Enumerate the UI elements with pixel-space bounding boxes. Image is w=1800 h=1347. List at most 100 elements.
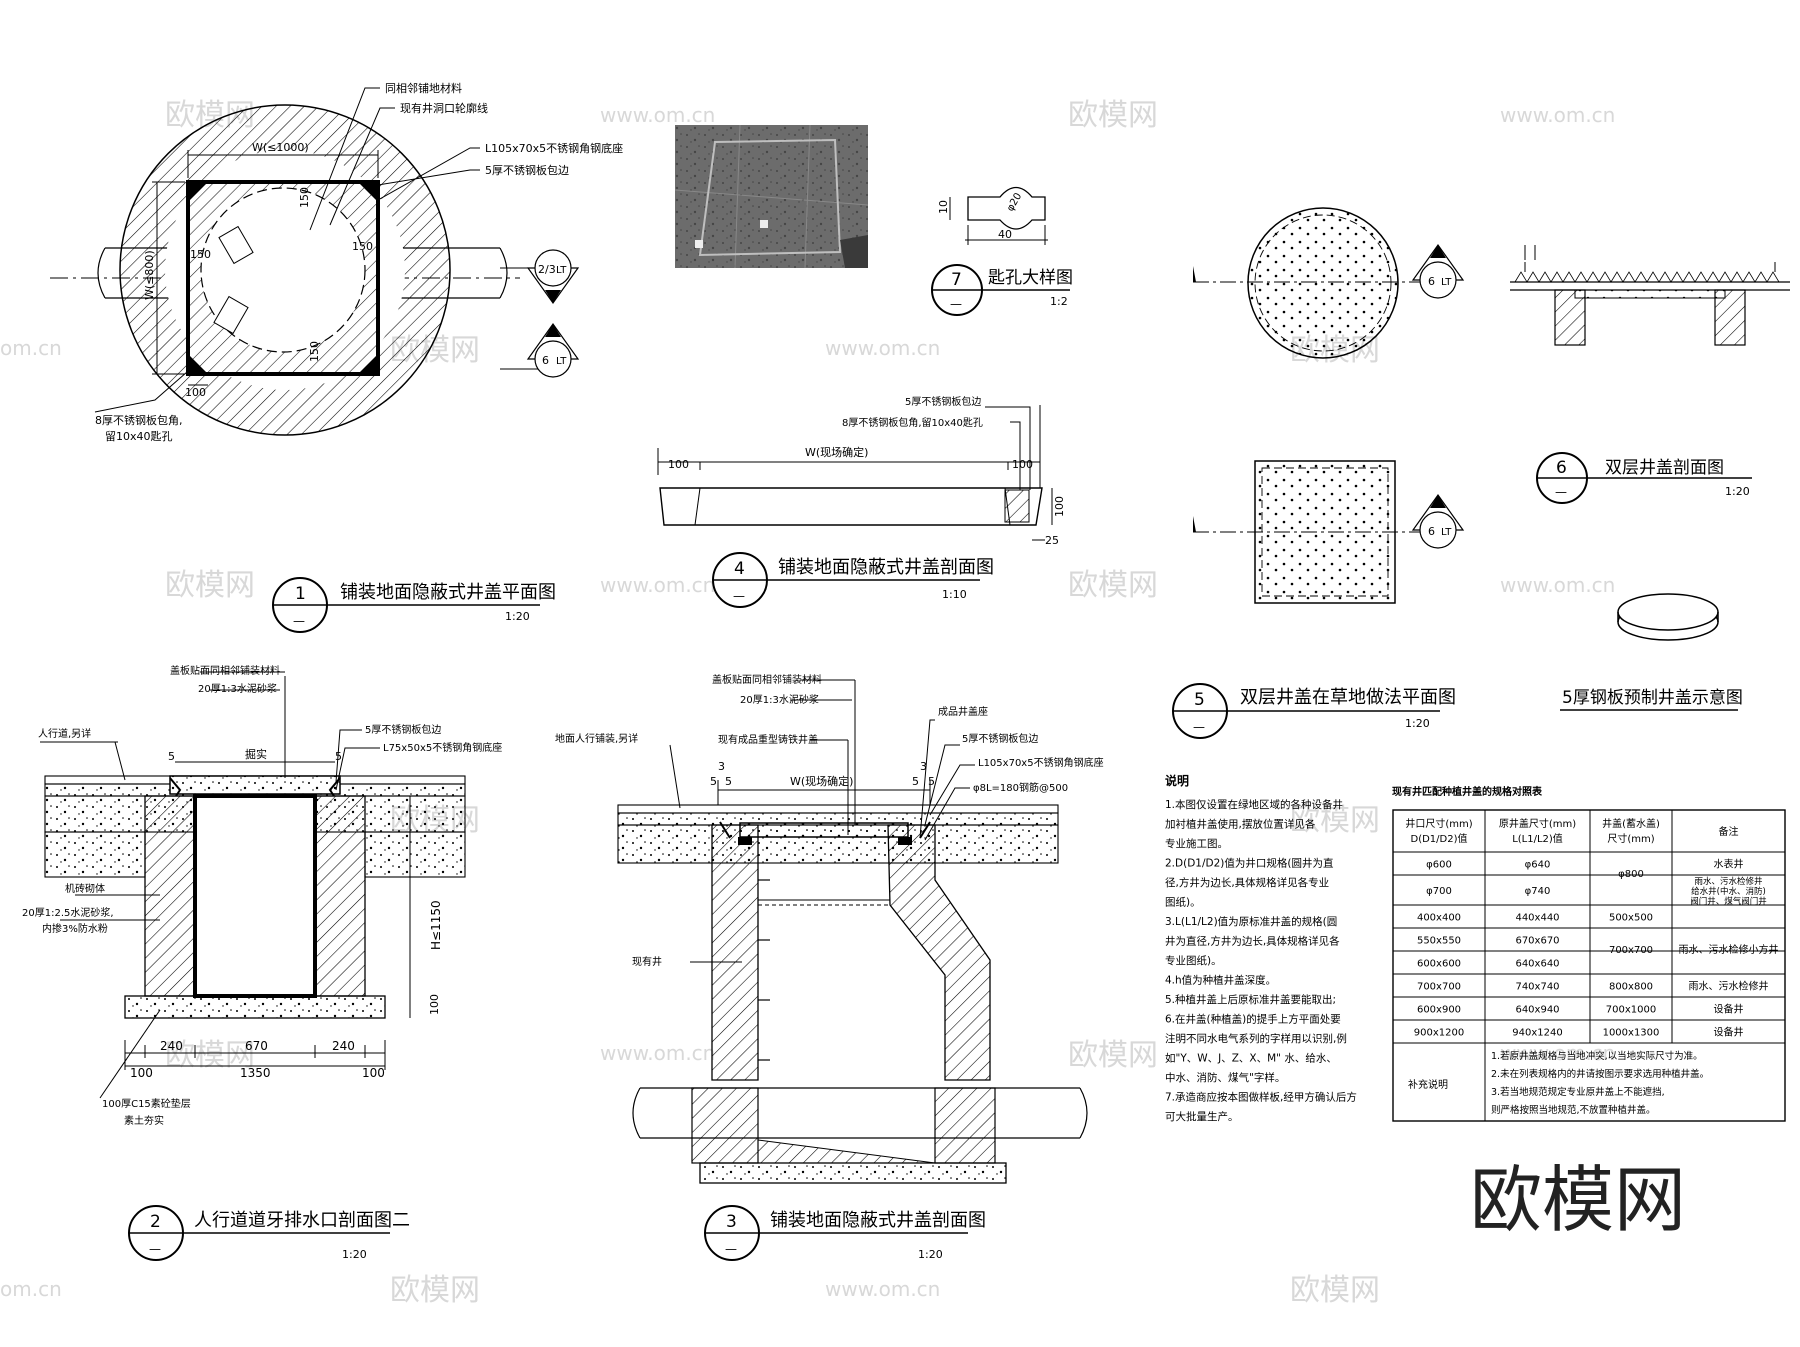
title-drawing-7: 7 — 匙孔大样图 1:2 [931,264,1073,316]
note-line: 中水、消防、煤气"字样。 [1165,1071,1285,1084]
table-cell: 700x700 [1417,982,1461,993]
grass-plan-view-5: 6 LT 6 LT 5 — 双层井盖在草地做法平面图 1:20 [1172,207,1465,739]
supp-line: 则严格按照当地规范,不放置种植井盖。 [1491,1104,1656,1116]
dim-100: 100 [362,1066,385,1080]
paving-section-view-3: W(现场确定) 3 5 5 3 5 5 盖板贴面同相邻铺装材料 20厚1:3水泥… [555,673,1104,1261]
note-rammed-soil: 素土夯实 [124,1114,164,1127]
table-cell: 1000x1300 [1603,1028,1660,1039]
ref-number: 2/3 [538,263,556,276]
title-sub: — [293,614,305,628]
table-cell: 740x740 [1515,982,1559,993]
title-number: 2 [150,1212,161,1232]
note-angle-steel-base: L105x70x5不锈钢角钢底座 [485,141,623,155]
section-ref-2-3[interactable]: 2/3 LT [526,249,580,305]
title-number: 1 [295,584,306,604]
ref-number: 6 [1428,275,1435,288]
title-sub: — [950,297,962,311]
dim-100: 100 [428,994,441,1015]
watermark-text: 欧模网 [1068,98,1158,133]
note-paving: 地面人行铺装,另详 [555,732,638,745]
title-number: 6 [1556,458,1567,478]
title-sub: — [725,1242,737,1256]
watermark-url-layer: www.om.cn www.om.cn www.om.cn www.om.cn … [0,103,1615,1301]
dim-10: 10 [937,200,950,214]
note-steel-edging: 5厚不锈钢板包边 [962,732,1038,745]
note-line: 专业施工图。 [1165,837,1228,850]
section-ref-6[interactable]: 6 LT [526,322,580,378]
ring-title: 5厚钢板预制井盖示意图 [1562,688,1743,708]
note-line: 可大批量生产。 [1165,1110,1239,1123]
design-notes: 说明 1.本图仅设置在绿地区域的各种设备井加衬植井盖使用,摆放位置详见各专业施工… [1165,773,1357,1123]
steel-ring-illustration [1617,593,1719,641]
note-line: 6.在井盖(种植盖)的提手上方平面处要 [1165,1013,1341,1026]
note-angle-steel-base: L105x70x5不锈钢角钢底座 [978,756,1104,769]
table-header: L(L1/L2)值 [1512,832,1563,845]
table-header: D(D1/D2)值 [1411,832,1468,845]
note-waterproof-powder: 内掺3%防水粉 [42,922,108,935]
table-cell: 670x670 [1515,936,1559,947]
table-cell: φ800 [1618,869,1644,880]
section-ref-6[interactable]: 6 LT [1411,243,1465,299]
watermark-url: www.om.cn [600,103,715,127]
title-number: 5 [1194,690,1205,710]
table-header: 备注 [1719,825,1739,838]
title-drawing-5: 5 — 双层井盖在草地做法平面图 1:20 [1172,683,1456,739]
title-scale: 1:20 [505,610,530,623]
watermark-url: www.om.cn [1500,103,1615,127]
table-cell: 600x900 [1417,1005,1461,1016]
curb-section-view-2: 240 670 240 100 1350 100 H≤1150 100 5 5 … [22,664,502,1261]
table-header: 原井盖尺寸(mm) [1499,817,1576,830]
dim-100: 100 [1012,458,1033,471]
table-cell: 设备井 [1714,1026,1744,1039]
title-drawing-6: 6 — 双层井盖剖面图 1:20 [1536,452,1752,504]
table-cell: φ600 [1426,860,1452,871]
note-line: 专业图纸)。 [1165,954,1222,967]
dim-5: 5 [168,750,175,763]
table-cell: 雨水、污水检修小方井 [1679,943,1779,956]
title-scale: 1:20 [918,1248,943,1261]
table-cell: 800x800 [1609,982,1653,993]
supp-line: 1.若原井盖规格与当地冲突,以当地实际尺寸为准。 [1491,1050,1703,1062]
dim-240: 240 [332,1039,355,1053]
title-drawing-3: 3 — 铺装地面隐蔽式井盖剖面图 1:20 [704,1205,986,1261]
watermark-text: 欧模网 [390,1273,480,1308]
note-angle-steel-base: L75x50x5不锈钢角钢底座 [383,741,502,754]
note-compacted: 掘实 [245,747,267,761]
note-sidewalk: 人行道,另详 [38,727,91,740]
note-line: 注明不同水电气系列的字样用以识别,例 [1165,1032,1347,1045]
title-scale: 1:2 [1050,295,1068,308]
supp-line: 3.若当地规范规定专业原井盖上不能遮挡, [1491,1086,1665,1098]
title-text: 铺装地面隐蔽式井盖剖面图 [770,1210,986,1231]
note-line: 图纸)。 [1165,896,1201,909]
note-adjacent-material: 同相邻铺地材料 [385,81,462,95]
note-steel-edging: 5厚不锈钢板包边 [905,395,981,408]
note-line: 7.承造商应按本图做样板,经甲方确认后方 [1165,1091,1357,1104]
table-cell: 640x640 [1515,959,1559,970]
note-steel-edging: 5厚不锈钢板包边 [485,163,569,177]
double-cover-section-6: 6 — 双层井盖剖面图 1:20 5厚钢板预制井盖示意图 [1510,245,1790,711]
table-caption: 现有井匹配种植井盖的规格对照表 [1392,785,1543,798]
dim-1350: 1350 [240,1066,271,1080]
note-brick-masonry: 机砖砌体 [65,882,105,895]
dim-width-label: W(≤1000) [252,141,309,154]
note-opening-outline: 现有井洞口轮廓线 [400,101,488,115]
title-text: 铺装地面隐蔽式井盖平面图 [340,582,556,603]
note-cover-seat: 成品井盖座 [938,705,988,718]
note-line: 5.种植井盖上后原标准井盖要能取出; [1165,993,1336,1006]
watermark-url: www.om.cn [600,573,715,597]
section-ref-6[interactable]: 6 LT [1411,493,1465,549]
dim-3: 3 [920,760,927,773]
dim-field-width: W(现场确定) [805,445,868,459]
note-corner-plate: 8厚不锈钢板包角,留10x40匙孔 [842,416,983,429]
watermark-text: 欧模网 [1068,1038,1158,1073]
note-concrete-base: 100厚C15素砼垫层 [102,1097,191,1110]
table-cell: 雨水、污水检修井 [1694,876,1762,887]
title-sub: — [1193,720,1205,734]
dim-5: 5 [928,775,935,788]
note-cover-facing: 盖板贴面同相邻铺装材料 [170,664,280,677]
table-cell: 500x500 [1609,913,1653,924]
table-cell: 550x550 [1417,936,1461,947]
note-key-hole: 留10x40匙孔 [105,430,173,443]
dim-240: 240 [160,1039,183,1053]
note-cover-facing: 盖板贴面同相邻铺装材料 [712,673,822,686]
